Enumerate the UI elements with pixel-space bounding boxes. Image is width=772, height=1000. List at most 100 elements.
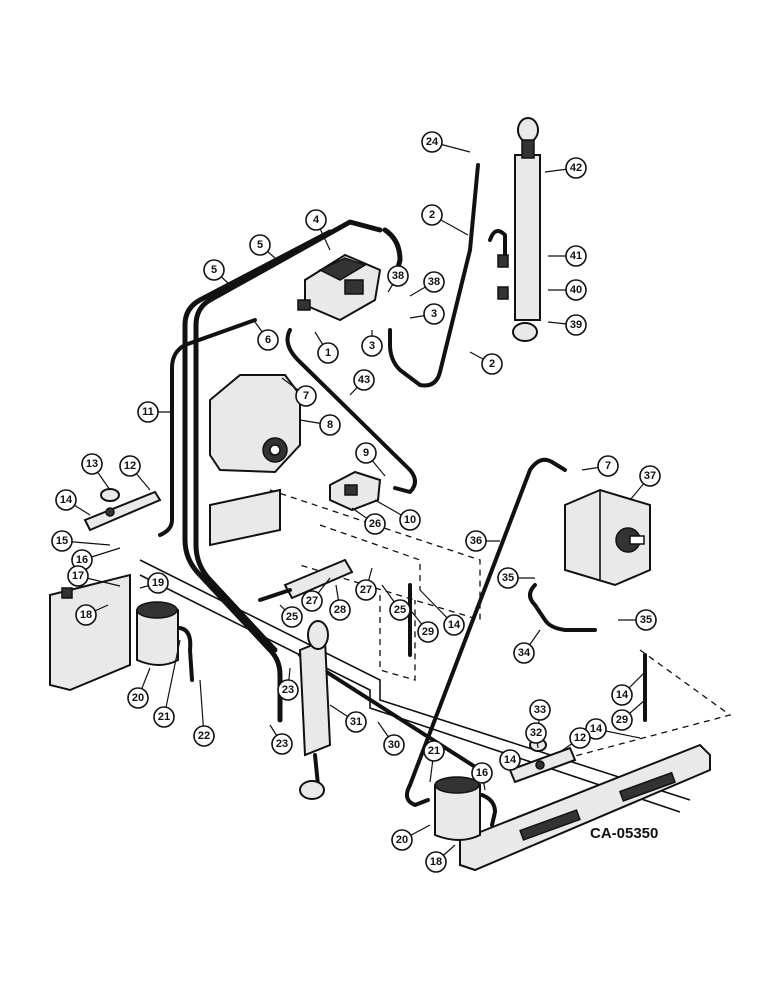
callout-28: 28 — [329, 584, 351, 621]
callout-3: 3 — [409, 303, 445, 325]
callout-42: 42 — [544, 157, 587, 179]
callout-label: 30 — [388, 739, 400, 751]
line-5 — [182, 219, 403, 723]
callout-label: 35 — [640, 614, 652, 626]
callout-label: 42 — [570, 162, 582, 174]
callout-label: 16 — [76, 554, 88, 566]
line-36 — [404, 457, 567, 807]
callout-label: 11 — [142, 406, 154, 418]
callout-label: 14 — [504, 754, 517, 766]
callout-24: 24 — [421, 131, 471, 153]
callout-12: 12 — [119, 455, 151, 491]
callout-label: 18 — [430, 856, 442, 868]
callout-label: 35 — [502, 572, 514, 584]
callout-5: 5 — [249, 234, 276, 259]
callout-43: 43 — [349, 369, 375, 396]
callout-27: 27 — [301, 577, 331, 612]
callout-26: 26 — [351, 507, 386, 535]
callout-label: 4 — [313, 214, 320, 226]
callout-label: 3 — [431, 308, 437, 320]
callout-label: 18 — [80, 609, 92, 621]
callout-14: 14 — [55, 489, 91, 516]
callout-label: 23 — [282, 684, 294, 696]
callout-25: 25 — [279, 604, 303, 628]
callout-label: 38 — [428, 276, 440, 288]
callout-label: 9 — [363, 447, 369, 459]
callout-14: 14 — [419, 589, 465, 636]
callout-label: 14 — [448, 619, 461, 631]
callout-36: 36 — [465, 530, 500, 552]
callout-1: 1 — [314, 331, 339, 364]
callout-12: 12 — [559, 727, 591, 753]
callout-14: 14 — [611, 671, 646, 706]
callout-label: 28 — [334, 604, 346, 616]
callout-33: 33 — [529, 699, 551, 731]
callout-35: 35 — [618, 609, 657, 631]
callout-label: 10 — [404, 514, 416, 526]
callout-21: 21 — [423, 740, 445, 783]
callout-label: 14 — [590, 723, 603, 735]
callout-40: 40 — [548, 279, 587, 301]
callout-18: 18 — [425, 844, 456, 873]
callout-11: 11 — [137, 401, 172, 423]
callout-6: 6 — [254, 321, 279, 351]
callout-20: 20 — [391, 824, 431, 851]
callout-label: 2 — [429, 209, 435, 221]
callout-15: 15 — [51, 530, 111, 552]
callout-21: 21 — [153, 639, 181, 728]
callout-label: 19 — [152, 577, 164, 589]
callout-13: 13 — [81, 453, 111, 491]
callout-41: 41 — [548, 245, 587, 267]
callout-label: 14 — [616, 689, 629, 701]
callout-3: 3 — [361, 330, 383, 357]
callout-label: 2 — [489, 358, 495, 370]
filter-left — [136, 601, 194, 682]
callout-18: 18 — [75, 604, 109, 626]
callout-7: 7 — [281, 377, 317, 407]
callout-2: 2 — [469, 351, 503, 375]
rod-29 — [408, 583, 647, 722]
callout-10: 10 — [374, 499, 421, 531]
callout-29: 29 — [611, 699, 646, 731]
callout-label: 23 — [276, 738, 288, 750]
callout-8: 8 — [299, 414, 341, 436]
callout-25: 25 — [381, 584, 411, 621]
filter-right — [434, 776, 497, 841]
callout-35: 35 — [497, 567, 535, 589]
callout-label: 32 — [530, 727, 542, 739]
callout-14: 14 — [585, 718, 641, 740]
callout-31: 31 — [329, 704, 367, 733]
callout-23: 23 — [269, 724, 293, 755]
callout-label: 33 — [534, 704, 546, 716]
cylinder-28 — [258, 558, 354, 602]
callout-label: 39 — [570, 319, 582, 331]
callout-32: 32 — [525, 722, 547, 749]
control-valve — [297, 253, 382, 322]
callout-20: 20 — [127, 667, 151, 709]
callout-label: 12 — [124, 460, 136, 472]
callout-27: 27 — [355, 567, 377, 601]
callout-label: 12 — [574, 732, 586, 744]
callout-2: 2 — [421, 204, 469, 236]
drawing-code: CA-05350 — [590, 825, 658, 842]
callout-label: 24 — [426, 136, 439, 148]
callout-label: 36 — [470, 535, 482, 547]
callout-label: 31 — [350, 716, 362, 728]
callout-7: 7 — [581, 455, 619, 477]
callout-label: 5 — [257, 239, 263, 251]
callout-label: 29 — [616, 714, 628, 726]
callout-22: 22 — [193, 679, 215, 747]
callout-label: 17 — [72, 570, 84, 582]
callout-label: 40 — [570, 284, 582, 296]
line-30 — [298, 653, 482, 772]
callout-label: 38 — [392, 270, 404, 282]
callout-29: 29 — [411, 611, 439, 643]
callout-label: 43 — [358, 374, 370, 386]
callout-label: 13 — [86, 458, 98, 470]
callout-16: 16 — [471, 762, 493, 791]
reservoir-tank — [209, 374, 301, 474]
callout-16: 16 — [71, 547, 121, 571]
bracket-left — [83, 488, 162, 532]
